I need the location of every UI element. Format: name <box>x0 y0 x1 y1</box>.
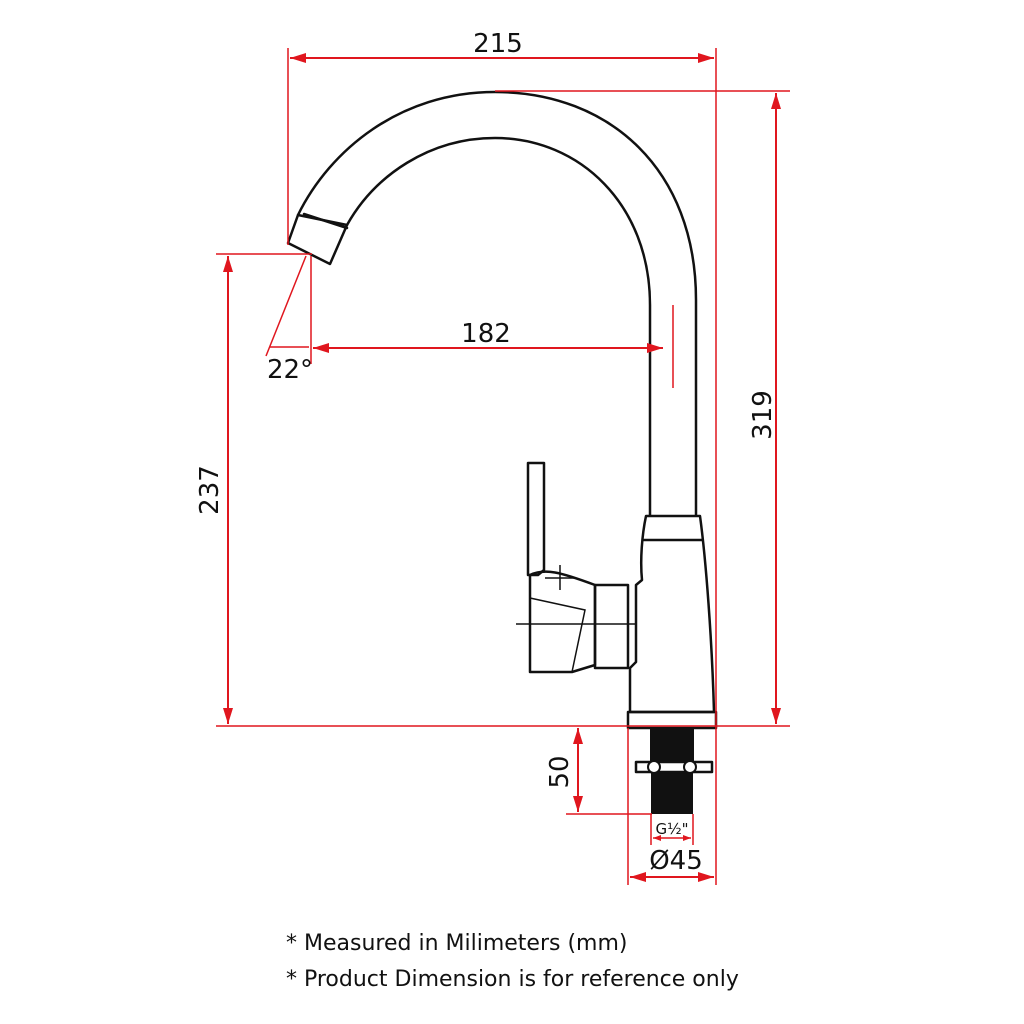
dim-182-arrow-right <box>647 343 663 353</box>
label-overall-width: 215 <box>473 29 523 59</box>
dim-thread-arrow-right <box>683 835 691 841</box>
dim-215-arrow-right <box>698 53 714 63</box>
dimension-labels: 215 182 22° 237 319 50 G½" Ø45 <box>195 29 778 876</box>
note-units: * Measured in Milimeters (mm) <box>286 931 628 956</box>
spout-outer-curve <box>296 90 698 517</box>
label-tail-length: 50 <box>545 755 575 788</box>
dimension-lines <box>216 48 790 885</box>
dim-50-arrow-top <box>573 728 583 744</box>
dim-319-arrow-top <box>771 93 781 109</box>
nut-bolt-left <box>647 760 661 774</box>
dim-45-arrow-right <box>698 872 714 882</box>
note-disclaimer: * Product Dimension is for reference onl… <box>286 967 739 992</box>
label-outlet-height: 237 <box>195 465 225 515</box>
lever-block <box>593 583 630 670</box>
dim-50-arrow-bottom <box>573 796 583 812</box>
spout-outlet <box>286 213 349 266</box>
nut-bolt-right <box>683 760 697 774</box>
lever-slope <box>529 597 586 673</box>
dim-thread-arrow-left <box>653 835 661 841</box>
label-overall-height: 319 <box>748 390 778 440</box>
dim-182-arrow-left <box>313 343 329 353</box>
lever-base <box>528 570 597 674</box>
angle-line <box>265 255 307 357</box>
label-thread-size: G½" <box>655 820 688 838</box>
footnotes: * Measured in Milimeters (mm) * Product … <box>286 926 739 998</box>
faucet-body <box>628 514 716 714</box>
label-spout-reach: 182 <box>461 319 511 349</box>
dim-319-arrow-bottom <box>771 708 781 724</box>
label-outlet-angle: 22° <box>267 355 313 385</box>
outlet-face <box>302 212 349 230</box>
threaded-tail-lower <box>651 772 693 814</box>
label-base-diameter: Ø45 <box>649 846 703 876</box>
threaded-tail-upper <box>650 728 694 762</box>
dim-45-arrow-left <box>630 872 646 882</box>
spout-inner-curve <box>345 136 652 517</box>
lever-handle <box>526 461 546 577</box>
dim-237-arrow-top <box>223 256 233 272</box>
faucet-outline <box>286 90 718 814</box>
dim-237-arrow-bottom <box>223 708 233 724</box>
dim-215-arrow-left <box>290 53 306 63</box>
